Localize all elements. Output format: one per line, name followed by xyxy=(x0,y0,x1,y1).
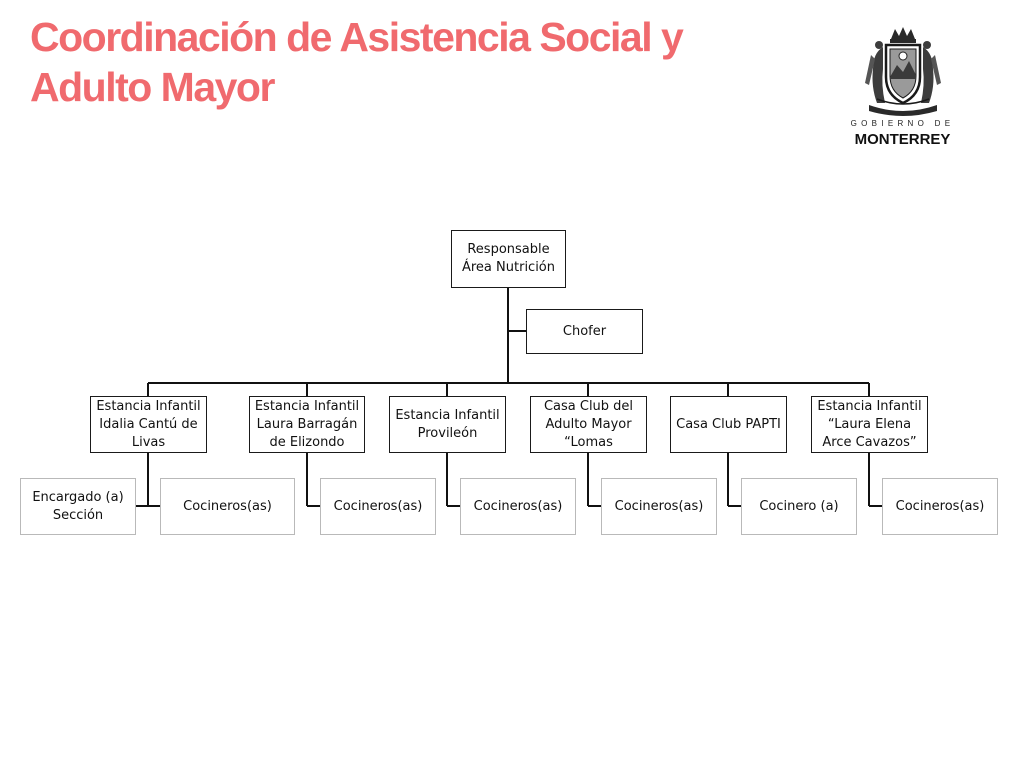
logo-text-gobierno: GOBIERNO DE xyxy=(850,119,955,128)
org-node-root: Responsable Área Nutrición xyxy=(451,230,566,288)
org-node-unit-5-label: Casa Club PAPTI xyxy=(676,416,781,432)
logo-text-monterrey: MONTERREY xyxy=(854,131,951,148)
org-node-unit-6: Estancia Infantil “Laura Elena Arce Cava… xyxy=(811,396,928,453)
org-node-root-label: Responsable Área Nutrición xyxy=(461,242,556,275)
org-node-staff-1-1: Encargado (a) Sección xyxy=(20,478,136,535)
org-node-assistant-label: Chofer xyxy=(562,323,607,339)
org-node-unit-5: Casa Club PAPTI xyxy=(670,396,787,453)
org-node-assistant: Chofer xyxy=(526,309,643,354)
org-node-unit-1-label: Estancia Infantil Idalia Cantú de Livas xyxy=(96,398,201,450)
org-node-unit-4: Casa Club del Adulto Mayor “Lomas xyxy=(530,396,647,453)
monterrey-crest-icon xyxy=(865,27,941,116)
org-node-staff-1-1-label: Encargado (a) Sección xyxy=(32,489,124,523)
org-node-staff-6-label: Cocineros(as) xyxy=(895,498,985,514)
org-node-staff-2: Cocineros(as) xyxy=(320,478,436,535)
org-node-staff-5: Cocinero (a) xyxy=(741,478,857,535)
org-node-unit-2: Estancia Infantil Laura Barragán de Eliz… xyxy=(249,396,365,453)
org-node-staff-2-label: Cocineros(as) xyxy=(333,498,423,514)
title-line-2: Adulto Mayor xyxy=(30,64,275,110)
org-node-staff-1-2: Cocineros(as) xyxy=(160,478,295,535)
org-node-staff-3-label: Cocineros(as) xyxy=(473,498,563,514)
org-node-staff-5-label: Cocinero (a) xyxy=(759,498,839,514)
org-node-unit-2-label: Estancia Infantil Laura Barragán de Eliz… xyxy=(254,398,360,450)
title-line-1: Coordinación de Asistencia Social y xyxy=(30,14,684,60)
org-node-staff-4-label: Cocineros(as) xyxy=(614,498,704,514)
org-node-unit-3: Estancia Infantil Provileón xyxy=(389,396,506,453)
org-node-staff-1-2-label: Cocineros(as) xyxy=(183,498,272,514)
page-title: Coordinación de Asistencia Social y Adul… xyxy=(30,12,790,112)
org-node-unit-1: Estancia Infantil Idalia Cantú de Livas xyxy=(90,396,207,453)
org-node-staff-3: Cocineros(as) xyxy=(460,478,576,535)
org-node-unit-3-label: Estancia Infantil Provileón xyxy=(395,407,500,441)
gobierno-monterrey-logo: GOBIERNO DE MONTERREY xyxy=(845,25,960,150)
org-node-staff-6: Cocineros(as) xyxy=(882,478,998,535)
org-node-unit-6-label: Estancia Infantil “Laura Elena Arce Cava… xyxy=(817,398,922,450)
org-node-unit-4-label: Casa Club del Adulto Mayor “Lomas xyxy=(543,398,634,450)
org-node-staff-4: Cocineros(as) xyxy=(601,478,717,535)
